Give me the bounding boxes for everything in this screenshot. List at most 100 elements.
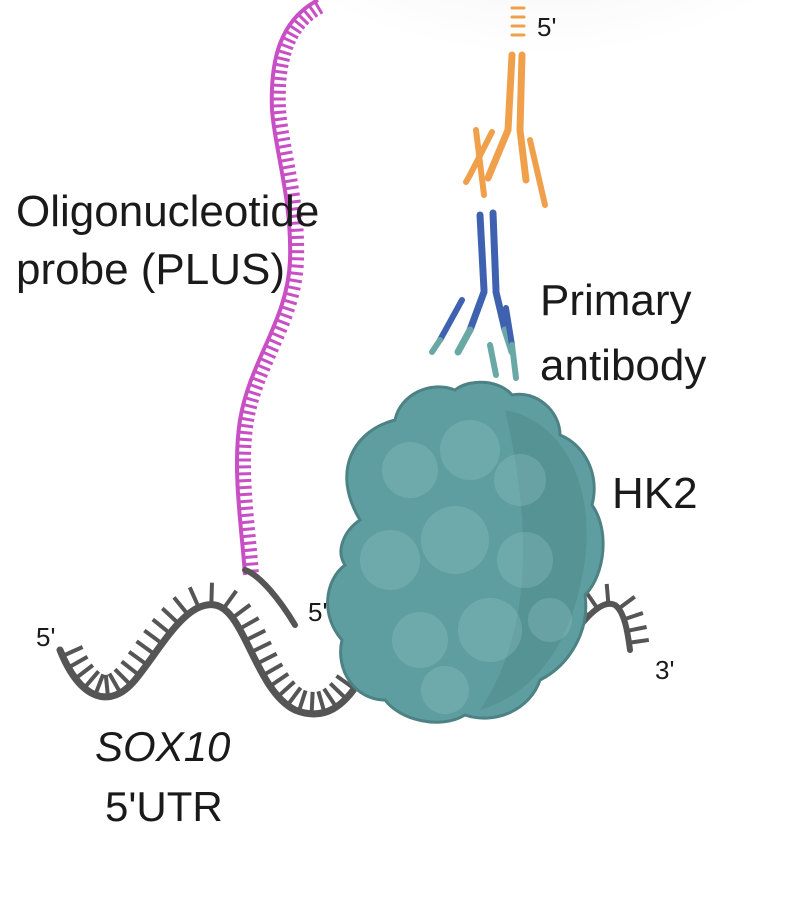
strand-tick bbox=[279, 313, 292, 318]
strand-tick bbox=[190, 587, 199, 607]
five-prime-probe-label: 5' bbox=[308, 597, 327, 627]
strand-tick bbox=[239, 425, 253, 427]
strand-tick bbox=[274, 326, 287, 331]
strand-tick bbox=[276, 138, 290, 140]
antibody-chain bbox=[458, 330, 470, 352]
strand-tick bbox=[283, 300, 296, 304]
antibody-chain bbox=[490, 345, 496, 375]
strand-tick bbox=[240, 418, 254, 420]
antibody-chain bbox=[493, 213, 496, 290]
strand-tick bbox=[241, 528, 255, 529]
strand-tick bbox=[137, 641, 155, 654]
strand-tick bbox=[247, 391, 260, 395]
strand-tick bbox=[624, 613, 643, 619]
strand-tick bbox=[284, 180, 298, 182]
strand-tick bbox=[109, 674, 120, 693]
strand-tick bbox=[129, 652, 147, 665]
strand-tick bbox=[122, 661, 139, 675]
strand-tick bbox=[272, 85, 286, 86]
strand-tick bbox=[312, 692, 313, 714]
strand-tick bbox=[115, 669, 131, 685]
strand-tick bbox=[619, 597, 635, 609]
strand-tick bbox=[268, 339, 281, 345]
strand-tick bbox=[68, 657, 87, 668]
strand-tick bbox=[330, 683, 346, 698]
protein-texture bbox=[494, 454, 546, 506]
protein-texture bbox=[497, 532, 553, 588]
strand-tick bbox=[276, 320, 289, 325]
strand-tick bbox=[174, 597, 188, 614]
strand-tick bbox=[223, 591, 236, 609]
strand-tick bbox=[287, 688, 300, 706]
gene-region-label: 5'UTR bbox=[105, 782, 223, 832]
strand-tick bbox=[275, 132, 289, 134]
strand-tick bbox=[237, 446, 251, 447]
antibody-chain bbox=[440, 300, 462, 340]
strand-tick bbox=[162, 608, 178, 623]
strand-tick bbox=[238, 494, 252, 495]
strand-tick bbox=[275, 64, 289, 66]
strand-tick bbox=[278, 51, 291, 55]
strand-tick bbox=[233, 605, 251, 618]
strand-tick bbox=[106, 675, 108, 697]
antibody-chain bbox=[512, 345, 516, 378]
antibody-chain bbox=[480, 215, 484, 290]
strand-tick bbox=[240, 618, 259, 629]
strand-tick bbox=[95, 674, 103, 695]
strand-tick bbox=[244, 564, 258, 565]
strand-tick bbox=[299, 690, 306, 711]
protein-texture bbox=[382, 442, 438, 498]
strand-tick bbox=[629, 640, 649, 643]
strand-tick bbox=[324, 689, 336, 707]
strand-tick bbox=[254, 371, 267, 376]
strand-tick bbox=[257, 365, 270, 370]
strand-tick bbox=[273, 71, 287, 73]
strand-tick bbox=[144, 630, 162, 643]
strand-tick bbox=[63, 647, 83, 656]
strand-tick bbox=[249, 384, 262, 389]
strand-tick bbox=[280, 44, 293, 49]
protein-texture bbox=[458, 598, 522, 662]
protein-texture bbox=[421, 506, 489, 574]
strand-tick bbox=[273, 118, 287, 120]
strand-tick bbox=[246, 631, 266, 641]
strand-tick bbox=[279, 152, 293, 155]
strand-tick bbox=[238, 432, 252, 433]
strand-tick bbox=[242, 535, 256, 536]
strand-tick bbox=[75, 665, 92, 678]
antibody-chain bbox=[470, 292, 484, 330]
strand-tick bbox=[289, 273, 303, 275]
strand-tick bbox=[260, 358, 273, 364]
strand-tick bbox=[243, 404, 257, 407]
protein-texture bbox=[528, 598, 572, 642]
probe-hybridization-segment bbox=[245, 570, 295, 625]
strand-tick bbox=[237, 480, 251, 481]
protein-texture bbox=[421, 666, 469, 714]
strand-tick bbox=[282, 173, 296, 175]
strand-tick bbox=[266, 346, 279, 352]
strand-tick bbox=[274, 125, 288, 127]
strand-tick bbox=[272, 112, 286, 113]
strand-tick bbox=[287, 286, 301, 289]
strand-tick bbox=[240, 515, 254, 516]
strand-tick bbox=[607, 584, 609, 604]
strand-tick bbox=[278, 682, 294, 697]
strand-tick bbox=[627, 627, 647, 631]
strand-tick bbox=[239, 501, 253, 502]
antibody-chain bbox=[432, 340, 440, 352]
strand-tick bbox=[586, 592, 597, 608]
strand-tick bbox=[281, 307, 294, 311]
gene-name-label: SOX10 bbox=[95, 722, 230, 772]
strand-tick bbox=[276, 57, 290, 60]
strand-tick bbox=[240, 522, 254, 523]
strand-tick bbox=[280, 159, 294, 162]
strand-tick bbox=[277, 145, 291, 148]
strand-tick bbox=[242, 411, 256, 414]
strand-tick bbox=[84, 671, 98, 688]
strand-tick bbox=[257, 654, 277, 664]
strand-tick bbox=[242, 542, 256, 543]
protein-texture bbox=[360, 530, 420, 590]
probe-label-line1: Oligonucleotide bbox=[16, 186, 319, 238]
antibody-chain bbox=[466, 175, 470, 182]
strand-tick bbox=[271, 333, 284, 339]
